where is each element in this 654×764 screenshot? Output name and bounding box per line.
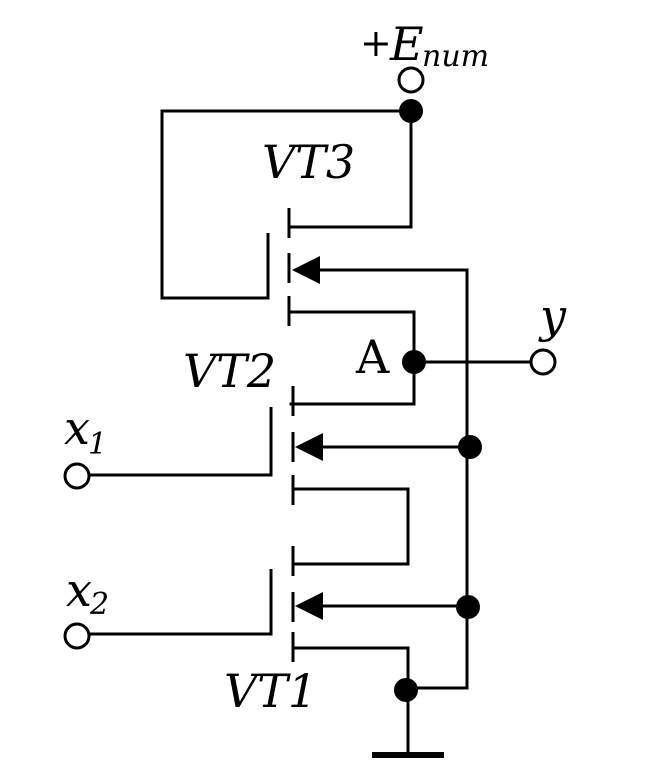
vt2-transistor (269, 386, 323, 505)
input1-terminal (63, 462, 91, 490)
supply-label-sub: num (422, 39, 489, 74)
vt2-body-arrow (295, 433, 323, 461)
input2-label-main: x (66, 563, 92, 617)
vt3-source-wire (289, 109, 413, 229)
supply-plus-sign: + (360, 21, 392, 65)
output-terminal (529, 348, 557, 376)
supply-label-main: E (389, 17, 424, 71)
input1-label-main: x (64, 401, 90, 455)
vt3-gate-feedback-wire (160, 109, 413, 300)
vt2-substrate-junction (458, 435, 482, 459)
input2-label-sub: 2 (89, 587, 109, 622)
output-label: y (538, 289, 567, 343)
series-link-wire (293, 487, 410, 566)
vt1-transistor (269, 546, 323, 662)
node-a-drain-wire (289, 310, 416, 406)
vt1-source-ground-wire (293, 646, 410, 754)
vt2-label: VT2 (183, 344, 276, 398)
vt1-label: VT1 (224, 664, 317, 718)
vt1-body-arrow (295, 592, 323, 620)
vt3-body-arrow (292, 256, 320, 284)
input1-label-sub: 1 (88, 427, 107, 462)
ground-junction-node (394, 678, 418, 702)
input2-terminal (63, 622, 91, 650)
supply-terminal (397, 66, 425, 94)
vt3-transistor (266, 208, 320, 326)
supply-label: + E num (360, 17, 489, 74)
vt3-label: VT3 (262, 135, 355, 189)
node-a-label: A (355, 330, 390, 384)
